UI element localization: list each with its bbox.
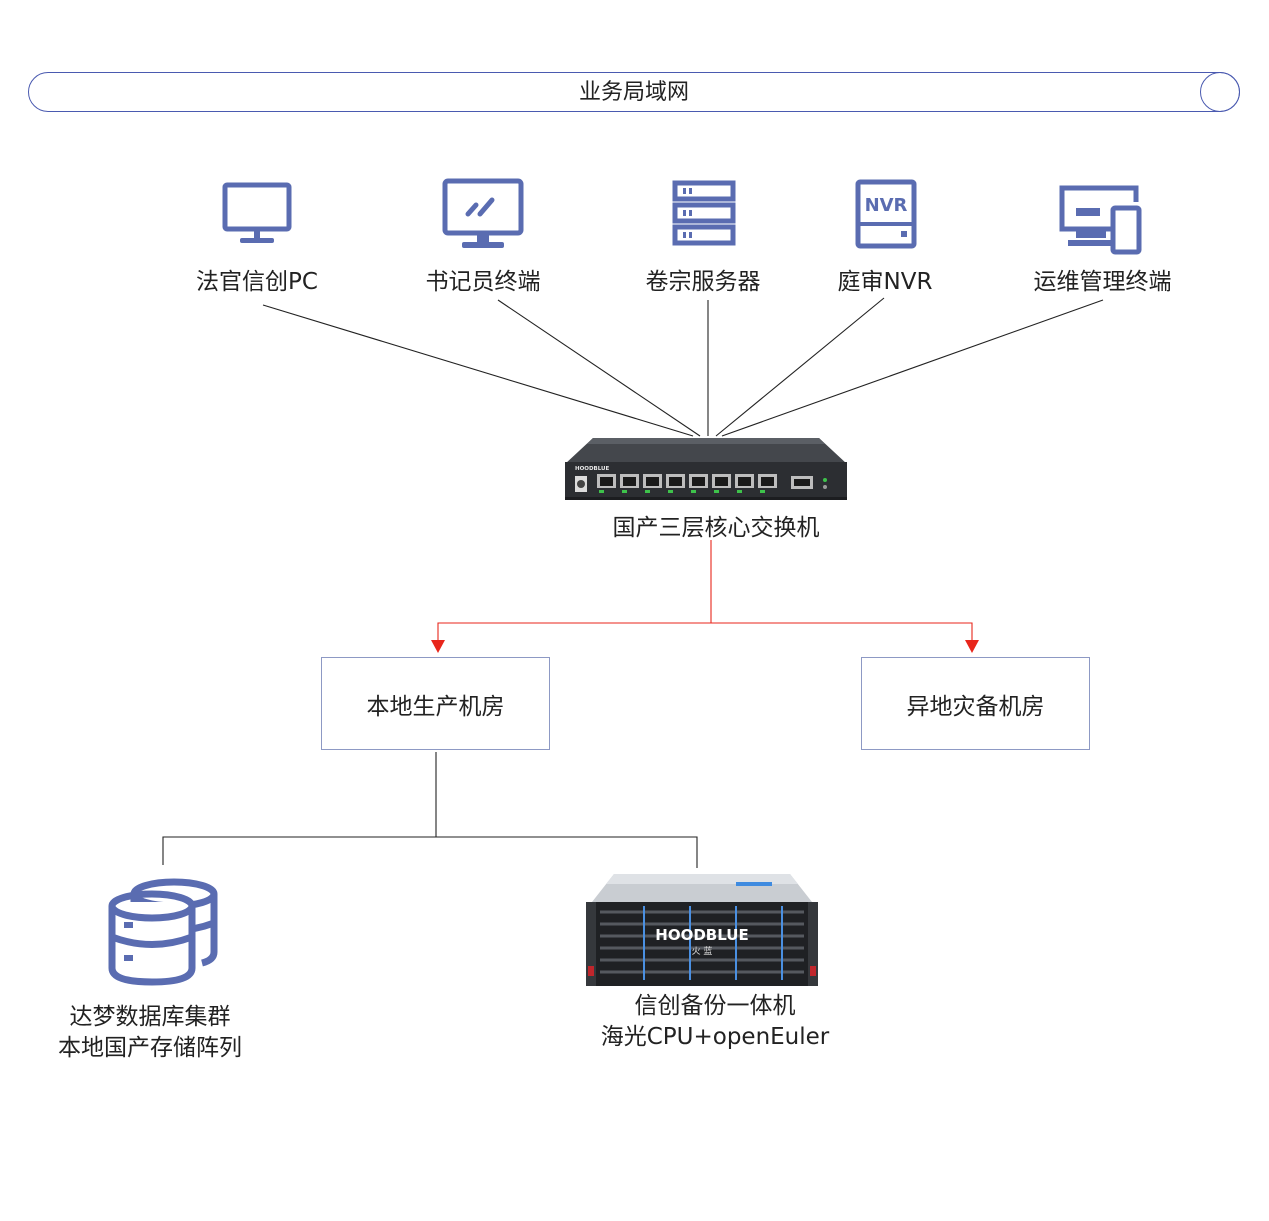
arrow-remote-room xyxy=(965,640,979,653)
business-lan-banner: 业务局域网 xyxy=(28,72,1240,112)
storage-caption: 达梦数据库集群 本地国产存储阵列 xyxy=(30,1002,270,1064)
link-rooms-bus xyxy=(437,622,973,641)
device-label-file-server: 卷宗服务器 xyxy=(645,269,761,295)
device-label-clerk-terminal: 书记员终端 xyxy=(425,269,541,295)
link-pc-switch xyxy=(262,304,694,437)
arrow-local-room xyxy=(431,640,445,653)
switch-brand-text: HOODBLUE xyxy=(575,466,609,472)
storage-caption-line1: 达梦数据库集群 xyxy=(69,1004,231,1030)
banner-label: 业务局域网 xyxy=(578,80,689,105)
device-label-ops-terminal: 运维管理终端 xyxy=(1033,269,1172,295)
local-production-room-box: 本地生产机房 xyxy=(321,657,550,750)
link-clerk-switch xyxy=(497,299,701,437)
remote-dr-room-box: 异地灾备机房 xyxy=(861,657,1090,750)
terminal-monitor-icon xyxy=(442,178,524,250)
backup-brand-sub: 火 蓝 xyxy=(692,945,713,957)
link-nvr-switch xyxy=(715,297,885,437)
database-icon xyxy=(106,876,220,990)
nvr-icon: NVR xyxy=(855,179,917,249)
link-ops-switch xyxy=(721,299,1104,437)
network-switch-icon: HOODBLUE xyxy=(563,436,849,502)
storage-caption-line2: 本地国产存储阵列 xyxy=(58,1035,242,1061)
link-storage-branch xyxy=(162,836,698,868)
remote-dr-room-label: 异地灾备机房 xyxy=(906,693,1045,720)
local-production-room-label: 本地生产机房 xyxy=(366,693,505,720)
monitor-icon xyxy=(222,182,292,246)
core-switch-label: 国产三层核心交换机 xyxy=(612,515,820,541)
nvr-icon-text: NVR xyxy=(865,195,908,216)
backup-caption-line2: 海光CPU+openEuler xyxy=(600,1024,830,1050)
device-label-court-nvr: 庭审NVR xyxy=(837,269,933,295)
backup-caption-line1: 信创备份一体机 xyxy=(634,993,796,1019)
backup-brand-text: HOODBLUE xyxy=(655,926,748,944)
banner-end-cap xyxy=(1200,72,1240,112)
server-rack-icon xyxy=(672,180,736,246)
backup-caption: 信创备份一体机 海光CPU+openEuler xyxy=(580,991,850,1053)
storage-server-icon: HOODBLUE 火 蓝 xyxy=(584,872,820,988)
monitor-phone-icon xyxy=(1058,184,1144,256)
device-label-judge-pc: 法官信创PC xyxy=(196,269,318,295)
